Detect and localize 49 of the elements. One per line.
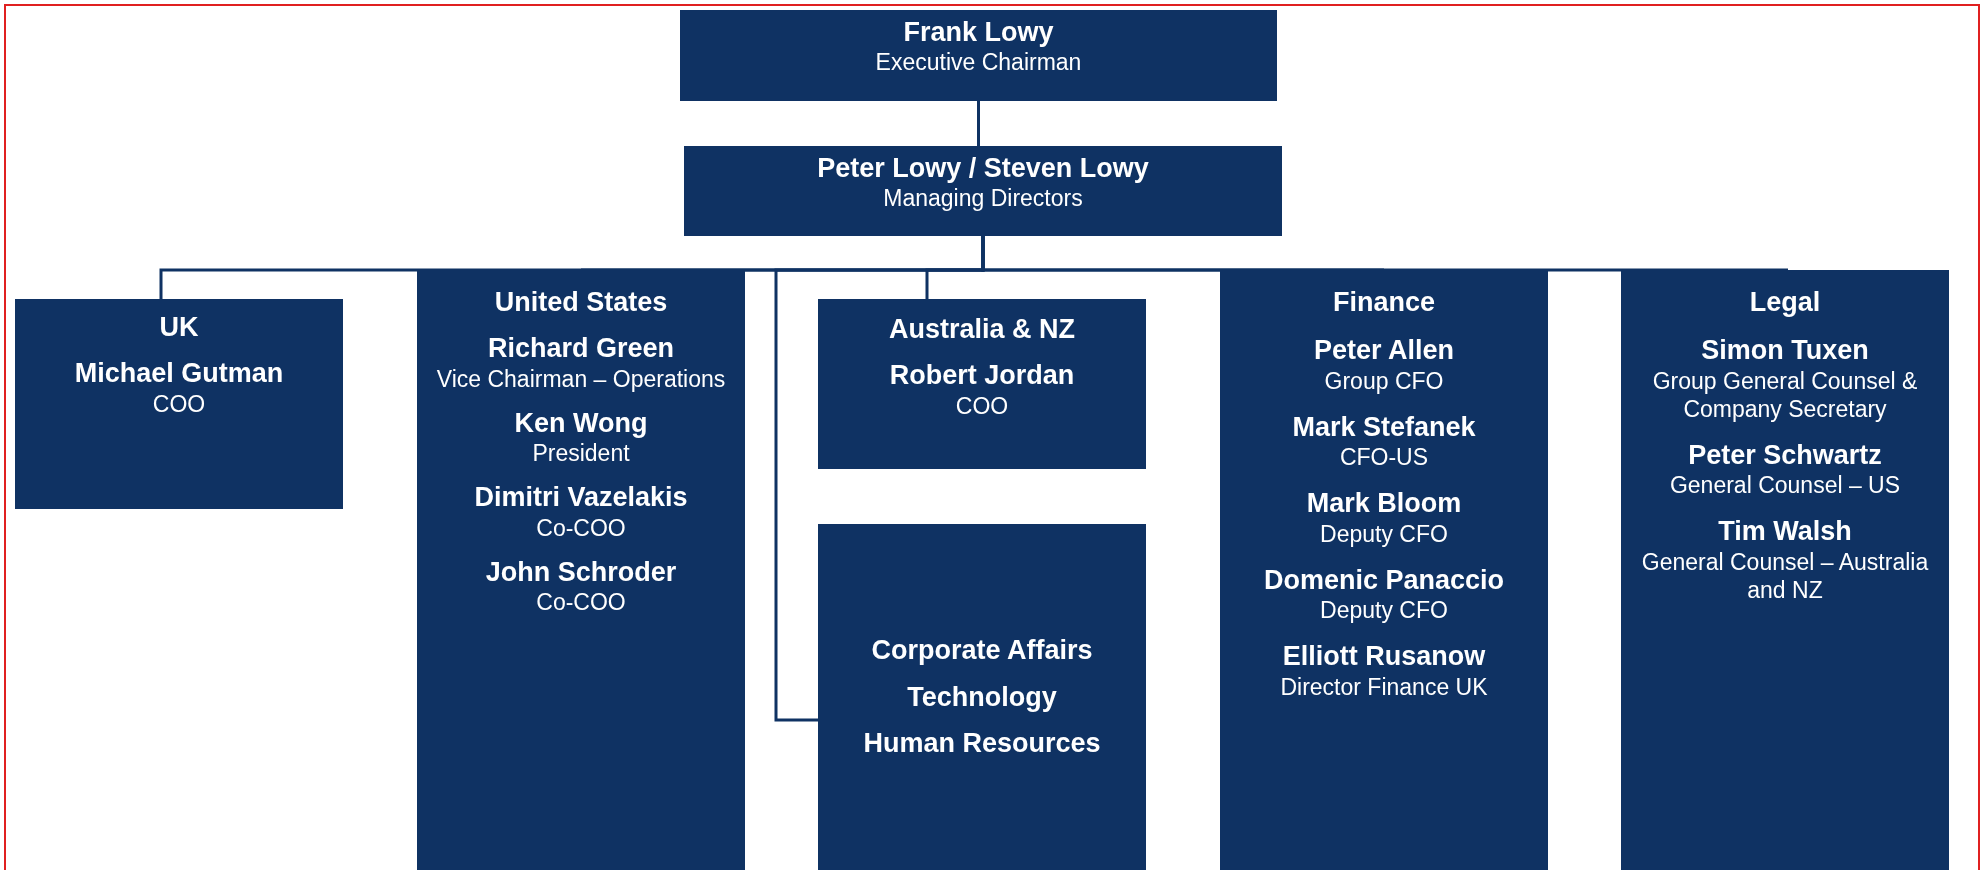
role-title: Co-COO [536, 588, 626, 617]
connector-line [977, 101, 980, 146]
person-name: Mark Bloom [1306, 487, 1462, 520]
role-title: President [532, 439, 630, 468]
person-name: Domenic Panaccio [1263, 563, 1505, 597]
box-heading: Frank Lowy [903, 16, 1054, 49]
role-title: General Counsel – US [1669, 471, 1901, 500]
role-title: Deputy CFO [1320, 519, 1448, 548]
box-heading: Finance [1333, 286, 1435, 319]
org-box [1220, 270, 1548, 870]
person-name: Dimitri Vazelakis [474, 481, 688, 514]
org-box [818, 299, 1146, 469]
role-title: COO [955, 391, 1009, 420]
org-box [680, 10, 1277, 101]
role-title: Group General Counsel & Company Secretary [1651, 366, 1919, 423]
person-name: Michael Gutman [74, 357, 284, 390]
person-name: Elliott Rusanow [1282, 640, 1486, 673]
box-heading: United States [494, 286, 668, 319]
person-name: Tim Walsh [1718, 515, 1852, 548]
box-heading: Technology [907, 680, 1057, 714]
person-name: Peter Schwartz [1688, 438, 1882, 472]
org-box [417, 270, 745, 870]
org-box [818, 524, 1146, 870]
role-title: Deputy CFO [1320, 596, 1448, 625]
org-box [15, 299, 343, 509]
org-box [1621, 270, 1949, 870]
role-title: COO [152, 389, 206, 418]
person-name: John Schroder [485, 555, 677, 589]
role-title: Vice Chairman – Operations [436, 364, 726, 393]
role-title: Director Finance UK [1280, 672, 1488, 701]
box-heading: Corporate Affairs [871, 634, 1093, 667]
role-title: Co-COO [536, 513, 626, 542]
person-name: Ken Wong [514, 406, 648, 440]
box-heading: Australia & NZ [888, 313, 1075, 346]
person-name: Peter Allen [1313, 334, 1455, 367]
box-heading: Human Resources [863, 727, 1101, 760]
person-name: Mark Stefanek [1292, 410, 1476, 444]
box-heading: Legal [1749, 286, 1821, 319]
role-title: Managing Directors [883, 184, 1083, 213]
person-name: Robert Jordan [889, 359, 1075, 392]
role-title: Executive Chairman [875, 48, 1082, 77]
box-heading: Peter Lowy / Steven Lowy [817, 152, 1149, 185]
org-box [684, 146, 1282, 236]
person-name: Richard Green [487, 332, 675, 365]
role-title: General Counsel – Australia and NZ [1640, 547, 1930, 604]
role-title: CFO-US [1339, 443, 1429, 472]
box-heading: UK [159, 311, 199, 344]
role-title: Group CFO [1324, 366, 1444, 395]
person-name: Simon Tuxen [1701, 334, 1869, 367]
